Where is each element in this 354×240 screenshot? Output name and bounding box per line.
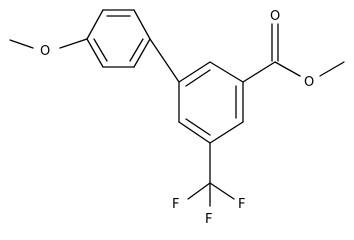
bond (133, 38, 151, 68)
trifluoromethyl-group: F F F (172, 142, 245, 227)
atom-label-o-carbonyl: O (270, 9, 280, 24)
bond (178, 61, 211, 83)
bond (9, 39, 34, 49)
atom-label-f-center: F (205, 212, 212, 227)
atom-label-f-right: F (238, 197, 245, 212)
bond (59, 38, 88, 49)
bond (319, 61, 345, 77)
double-bond-inner (185, 118, 211, 136)
bond (178, 121, 211, 144)
bond (86, 38, 104, 68)
atom-label-o-methoxy: O (40, 44, 50, 59)
bond (133, 9, 151, 40)
double-bond-inner (129, 38, 144, 62)
double-bond-inner (185, 69, 211, 87)
structure-diagram: O O O F F F (9, 9, 345, 227)
biaryl-bond (149, 38, 180, 83)
atom-label-o-ester: O (304, 75, 314, 90)
bond (86, 9, 104, 40)
bond (187, 182, 211, 200)
methyl-ester-group: O O (242, 9, 345, 90)
double-bond-inner (93, 38, 108, 62)
central-ring (178, 61, 244, 144)
methoxyphenyl-ring (86, 9, 151, 68)
atom-label-f-left: F (172, 197, 179, 212)
methoxy-group: O (9, 38, 88, 59)
bond (209, 61, 244, 83)
bond (242, 61, 276, 83)
bond (209, 121, 244, 144)
bond (209, 182, 235, 200)
bond (274, 61, 301, 77)
